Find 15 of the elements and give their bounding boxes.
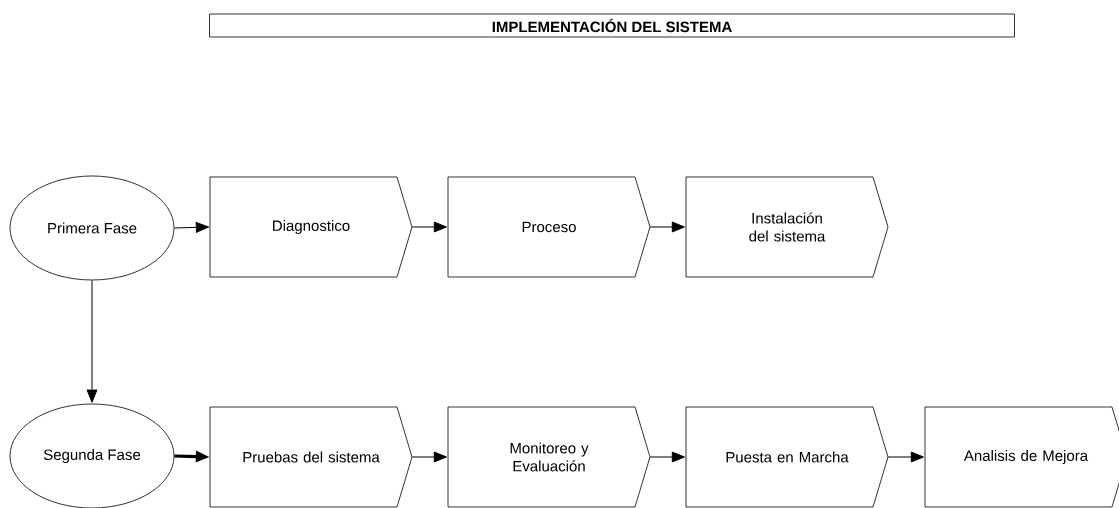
process-box: Puesta en Marcha	[685, 406, 889, 508]
arrow	[411, 451, 447, 463]
arrow	[649, 221, 685, 233]
arrow	[649, 451, 685, 463]
process-box: Monitoreo y Evaluación	[447, 406, 651, 508]
arrow	[173, 222, 209, 233]
arrow	[887, 451, 924, 463]
process-box: Proceso	[447, 176, 651, 278]
title-box: IMPLEMENTACIÓN DEL SISTEMA	[209, 13, 1015, 38]
process-box: Instalación del sistema	[685, 176, 889, 278]
process-box: Pruebas del sistema	[209, 406, 413, 508]
process-box: Diagnostico	[209, 176, 413, 278]
arrow	[86, 279, 98, 403]
arrow	[411, 221, 447, 233]
process-box: Analisis de Mejora	[924, 406, 1119, 508]
